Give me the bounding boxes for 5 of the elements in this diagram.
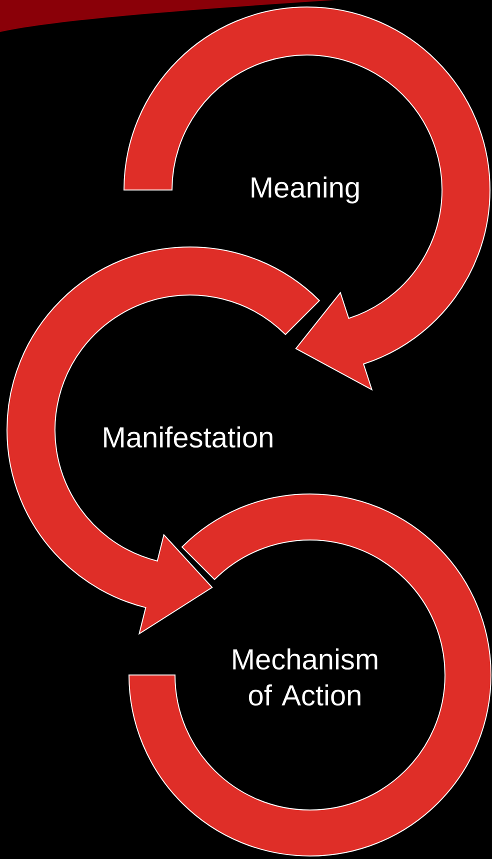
- curved-arrow: [124, 6, 490, 390]
- curved-arrow: [6, 246, 320, 634]
- step-label: Manifestation: [104, 426, 272, 448]
- step-label: Mechanism of Action: [233, 648, 378, 706]
- step-label: Meaning: [252, 176, 359, 204]
